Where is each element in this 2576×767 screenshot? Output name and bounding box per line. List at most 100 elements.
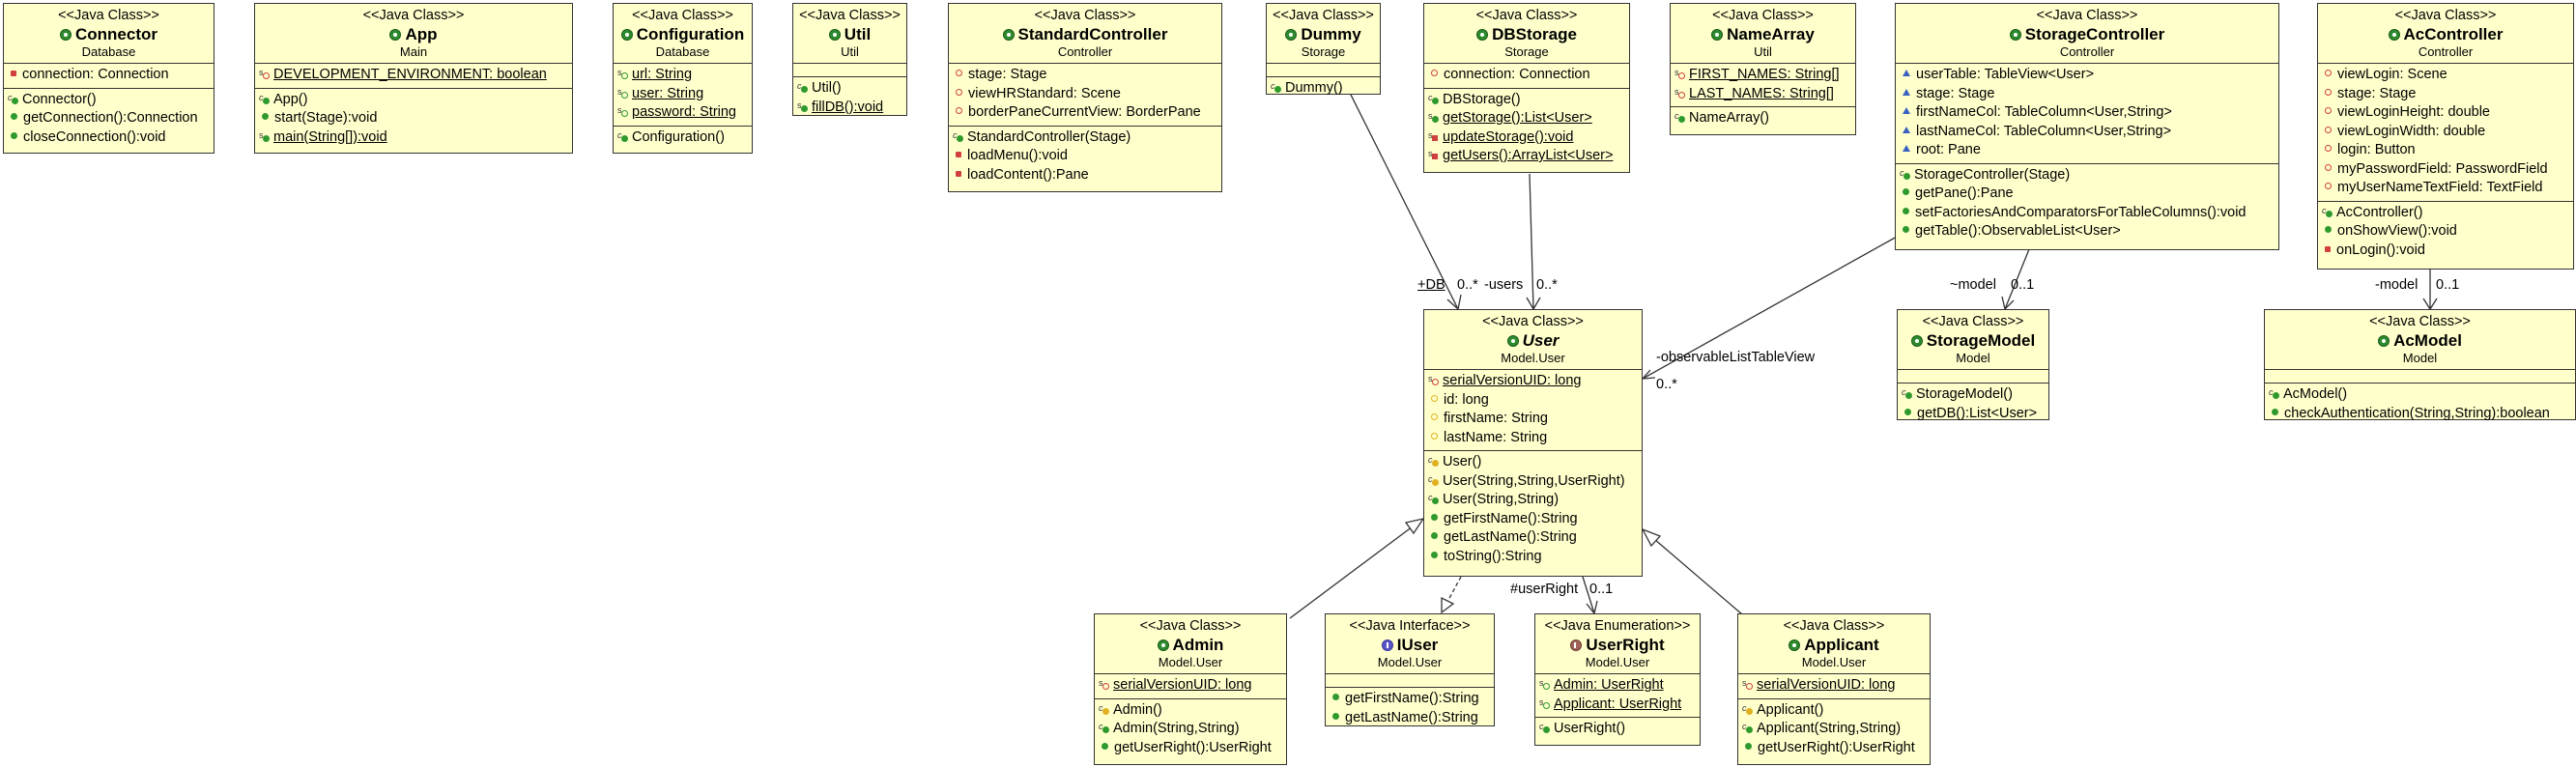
field-row[interactable]: stage: Stage — [2323, 85, 2568, 104]
field-row[interactable]: url: String — [617, 64, 747, 85]
field-row[interactable]: connection: Connection — [1429, 66, 1624, 85]
class-namearray[interactable]: <<Java Class>>NameArrayUtilFIRST_NAMES: … — [1670, 3, 1856, 135]
method-row[interactable]: DBStorage() — [1428, 89, 1624, 110]
class-acmodel[interactable]: <<Java Class>>AcModelModelAcModel()check… — [2264, 309, 2576, 421]
method-row[interactable]: getPane():Pane — [1901, 185, 2274, 204]
method-row[interactable]: Connector() — [8, 89, 209, 110]
package-field-icon — [1903, 70, 1910, 76]
static-private-field-icon — [259, 64, 270, 83]
method-row[interactable]: Configuration() — [617, 127, 747, 148]
method-row[interactable]: toString():String — [1429, 548, 1637, 567]
class-name-row: AcModel — [2267, 330, 2573, 351]
class-util[interactable]: <<Java Class>>UtilUtilUtil()fillDB():voi… — [792, 3, 907, 116]
field-row[interactable]: myUserNameTextField: TextField — [2323, 179, 2568, 198]
method-row[interactable]: closeConnection():void — [9, 128, 209, 148]
field-row[interactable]: serialVersionUID: long — [1428, 370, 1637, 391]
method-row[interactable]: getFirstName():String — [1429, 510, 1637, 529]
method-row[interactable]: App() — [259, 89, 567, 110]
method-row[interactable]: getStorage():List<User> — [1428, 107, 1624, 128]
method-row[interactable]: onShowView():void — [2323, 222, 2568, 241]
public-method-icon — [1102, 742, 1108, 750]
method-row[interactable]: getTable():ObservableList<User> — [1901, 222, 2274, 241]
method-row[interactable]: AcController() — [2322, 202, 2568, 223]
method-row[interactable]: getFirstName():String — [1331, 690, 1489, 709]
method-row[interactable]: loadContent():Pane — [954, 166, 1216, 185]
field-row[interactable]: id: long — [1429, 391, 1637, 411]
field-row[interactable]: viewHRStandard: Scene — [954, 85, 1216, 104]
method-row[interactable]: Dummy() — [1271, 77, 1375, 99]
field-row[interactable]: viewLogin: Scene — [2323, 66, 2568, 85]
class-user[interactable]: <<Java Class>>UserModel.UserserialVersio… — [1423, 309, 1643, 577]
class-admin[interactable]: <<Java Class>>AdminModel.UserserialVersi… — [1094, 613, 1287, 765]
field-row[interactable]: serialVersionUID: long — [1742, 674, 1925, 696]
method-row[interactable]: User(String,String,UserRight) — [1428, 470, 1637, 492]
method-row[interactable]: getUsers():ArrayList<User> — [1428, 145, 1624, 166]
field-row[interactable]: stage: Stage — [954, 66, 1216, 85]
class-name: Dummy — [1301, 25, 1361, 43]
field-row[interactable]: firstNameCol: TableColumn<User,String> — [1901, 103, 2274, 123]
field-row[interactable]: FIRST_NAMES: String[] — [1674, 64, 1850, 85]
field-row[interactable]: borderPaneCurrentView: BorderPane — [954, 103, 1216, 123]
method-row[interactable]: StandardController(Stage) — [953, 127, 1216, 148]
field-row[interactable]: DEVELOPMENT_ENVIRONMENT: boolean — [259, 64, 567, 85]
field-row[interactable]: Admin: UserRight — [1539, 674, 1695, 696]
class-configuration[interactable]: <<Java Class>>ConfigurationDatabaseurl: … — [613, 3, 753, 154]
field-row[interactable]: serialVersionUID: long — [1099, 674, 1281, 696]
method-row[interactable]: StorageModel() — [1902, 384, 2044, 405]
method-row[interactable]: getDB():List<User> — [1903, 405, 2044, 424]
field-row[interactable]: password: String — [617, 101, 747, 123]
method-row[interactable]: start(Stage):void — [260, 109, 567, 128]
field-row[interactable]: root: Pane — [1901, 141, 2274, 160]
method-row[interactable]: loadMenu():void — [954, 147, 1216, 166]
method-row[interactable]: Applicant(String,String) — [1742, 718, 1925, 739]
method-row[interactable]: getUserRight():UserRight — [1743, 739, 1925, 758]
method-row[interactable]: User() — [1428, 451, 1637, 472]
field-row[interactable]: userTable: TableView<User> — [1901, 66, 2274, 85]
field-row[interactable]: viewLoginWidth: double — [2323, 123, 2568, 142]
method-row[interactable]: updateStorage():void — [1428, 127, 1624, 148]
class-userright[interactable]: <<Java Enumeration>>UserRightModel.UserA… — [1534, 613, 1701, 746]
method-row[interactable]: Util() — [797, 77, 902, 99]
method-row[interactable]: checkAuthentication(String,String):boole… — [2270, 405, 2570, 424]
method-row[interactable]: getLastName():String — [1331, 709, 1489, 728]
field-row[interactable]: viewLoginHeight: double — [2323, 103, 2568, 123]
field-row[interactable]: stage: Stage — [1901, 85, 2274, 104]
method-row[interactable]: NameArray() — [1674, 107, 1850, 128]
method-row[interactable]: fillDB():void — [797, 97, 902, 118]
method-row[interactable]: setFactoriesAndComparatorsForTableColumn… — [1901, 204, 2274, 223]
method-row[interactable]: getConnection():Connection — [9, 109, 209, 128]
method-row[interactable]: Admin() — [1099, 699, 1281, 721]
field-row[interactable]: myPasswordField: PasswordField — [2323, 160, 2568, 180]
class-app[interactable]: <<Java Class>>AppMainDEVELOPMENT_ENVIRON… — [254, 3, 573, 154]
class-storagemodel[interactable]: <<Java Class>>StorageModelModelStorageMo… — [1897, 309, 2049, 421]
method-row[interactable]: Admin(String,String) — [1099, 718, 1281, 739]
field-row[interactable]: lastName: String — [1429, 429, 1637, 448]
method-row[interactable]: User(String,String) — [1428, 489, 1637, 510]
field-row[interactable]: login: Button — [2323, 141, 2568, 160]
field-row[interactable]: Applicant: UserRight — [1539, 694, 1695, 715]
class-icon — [2009, 29, 2021, 41]
field-row[interactable]: connection: Connection — [9, 66, 209, 85]
field-row[interactable]: firstName: String — [1429, 410, 1637, 429]
field-row[interactable]: LAST_NAMES: String[] — [1674, 83, 1850, 104]
method-row[interactable]: onLogin():void — [2323, 241, 2568, 261]
field-row[interactable]: user: String — [617, 83, 747, 104]
method-row[interactable]: Applicant() — [1742, 699, 1925, 721]
method-row[interactable]: getLastName():String — [1429, 528, 1637, 548]
method-row[interactable]: UserRight() — [1539, 718, 1695, 739]
class-applicant[interactable]: <<Java Class>>ApplicantModel.UserserialV… — [1737, 613, 1931, 765]
method-row[interactable]: AcModel() — [2269, 384, 2570, 405]
fields-section — [1267, 63, 1380, 76]
class-package: Model.User — [1801, 655, 1867, 669]
method-row[interactable]: getUserRight():UserRight — [1100, 739, 1281, 758]
class-dummy[interactable]: <<Java Class>>DummyStorageDummy() — [1266, 3, 1381, 97]
field-row[interactable]: lastNameCol: TableColumn<User,String> — [1901, 123, 2274, 142]
method-row[interactable]: StorageController(Stage) — [1900, 164, 2274, 185]
method-row[interactable]: main(String[]):void — [259, 127, 567, 148]
